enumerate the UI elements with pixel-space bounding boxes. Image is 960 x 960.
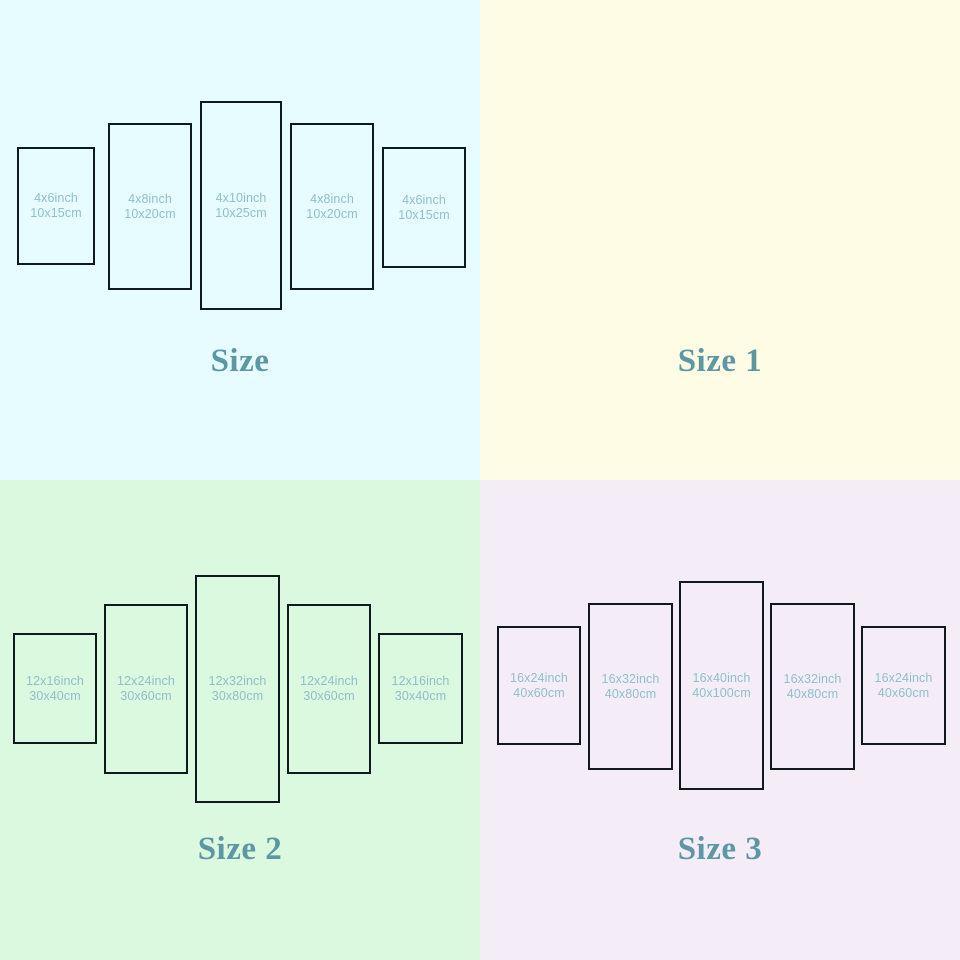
panel-size-cm: 40x60cm [513,685,565,700]
panel-size-inches: 4x6inch [34,191,78,206]
panel-size-cm: 10x20cm [306,206,358,221]
quadrant-title-size-1: Size 1 [677,343,763,379]
panel-size-inches: 16x32inch [601,671,660,686]
panel-size-inches: 16x24inch [510,670,568,685]
panel-size-inches: 12x16inch [26,673,84,688]
panel-size-inches: 4x8inch [128,191,172,206]
panel-size-inches: 4x8inch [310,191,354,206]
panel-size-inches: 12x32inch [208,674,267,689]
panel-size-cm: 30x40cm [29,688,81,703]
panel-size-cm: 10x20cm [124,206,176,221]
panel-size-cm: 40x80cm [604,686,657,701]
panel-size-cm: 40x80cm [786,686,839,701]
panel-size-cm: 30x80cm [211,689,264,703]
panel-size-cm: 30x60cm [120,689,172,703]
panel-size-inches: 12x24inch [300,674,358,689]
quadrant-title-size-3: Size 3 [677,831,763,867]
panel-size-inches: 4x6inch [402,192,446,207]
panel-size-inches: 12x24inch [117,674,175,689]
panel-size-cm: 10x15cm [30,206,82,220]
panel-size-inches: 16x24inch [874,670,933,685]
panel-size-cm: 10x25cm [215,205,267,220]
panel-size-inches: 16x40inch [692,670,751,685]
panel-size-inches: 16x32inch [783,671,842,686]
panel-size-inches: 12x16inch [391,673,450,688]
quadrant-title-size: Size [210,343,270,379]
panel-size-cm: 30x40cm [394,688,447,703]
size-quadrant-size-1[interactable]: 8x14inch20x35cm8x18inch20x45cm8x22inch20… [480,0,960,480]
panel-size-cm: 40x100cm [692,685,751,700]
quadrant-title-size-2: Size 2 [197,831,283,867]
panel-size-cm: 40x60cm [877,685,930,700]
panel-size-inches: 4x10inch [215,190,267,205]
panel-size-cm: 30x60cm [303,689,355,703]
panel-size-cm: 10x15cm [398,207,450,222]
